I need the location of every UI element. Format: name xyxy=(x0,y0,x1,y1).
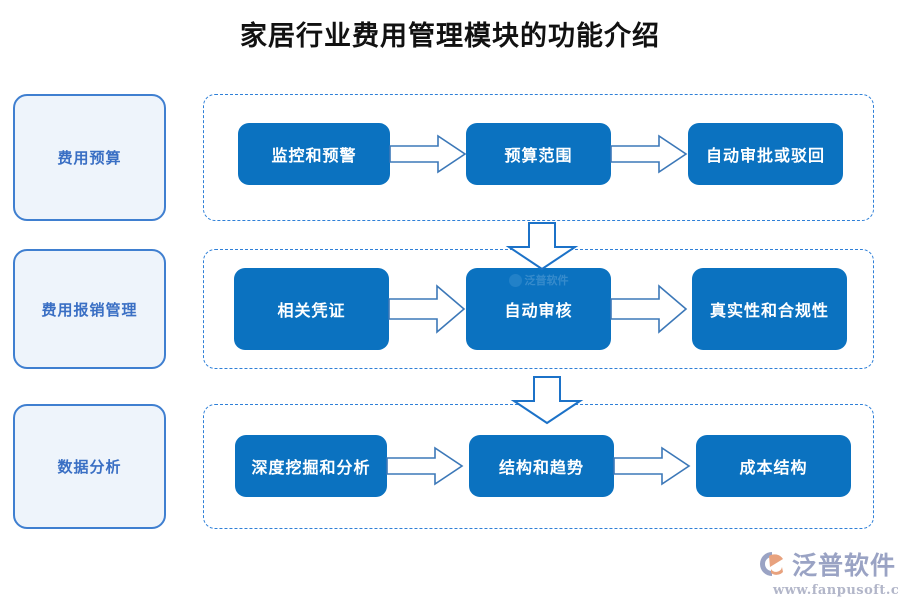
right-arrow-icon xyxy=(610,134,688,174)
process-box[interactable]: 真实性和合规性 xyxy=(692,268,847,350)
process-box-label: 真实性和合规性 xyxy=(709,301,829,320)
category-box-cost-budget[interactable]: 费用预算 xyxy=(13,94,166,221)
fanpu-watermark-text: 泛普软件 xyxy=(524,274,569,287)
process-box-label: 深度挖掘和分析 xyxy=(251,458,371,477)
fanpu-logo-icon xyxy=(760,552,783,576)
brand-logo-url: www.fanpusoft.com xyxy=(773,583,900,598)
brand-logo-name: 泛普软件 xyxy=(792,551,897,580)
process-box-label: 自动审核 xyxy=(504,301,573,320)
category-box-data-analysis[interactable]: 数据分析 xyxy=(13,404,166,529)
process-box-label: 结构和趋势 xyxy=(498,458,584,477)
process-box-label: 自动审批或驳回 xyxy=(705,146,825,165)
process-box-label: 成本结构 xyxy=(739,458,808,477)
process-box[interactable]: 成本结构 xyxy=(696,435,851,497)
category-box-expense-reimbursement[interactable]: 费用报销管理 xyxy=(13,249,166,369)
process-box[interactable]: 预算范围 xyxy=(466,123,611,185)
process-box[interactable]: 监控和预警 xyxy=(238,123,390,185)
process-box[interactable]: 自动审批或驳回 xyxy=(688,123,843,185)
right-arrow-icon xyxy=(610,284,688,334)
category-label: 费用报销管理 xyxy=(41,300,138,319)
page-title: 家居行业费用管理模块的功能介绍 xyxy=(240,21,660,52)
process-box-label: 预算范围 xyxy=(504,146,573,165)
category-label: 数据分析 xyxy=(57,458,122,476)
process-box[interactable]: 深度挖掘和分析 xyxy=(235,435,387,497)
process-box[interactable]: 泛普软件 自动审核 xyxy=(466,268,611,350)
flow-row-container-1 xyxy=(203,94,874,221)
process-box[interactable]: 相关凭证 xyxy=(234,268,389,350)
process-box[interactable]: 结构和趋势 xyxy=(469,435,614,497)
process-box-label: 相关凭证 xyxy=(277,301,346,320)
brand-logo: 泛普软件 www.fanpusoft.com xyxy=(757,546,900,598)
fanpu-logo-icon xyxy=(508,273,522,287)
right-arrow-icon xyxy=(389,134,467,174)
right-arrow-icon xyxy=(386,446,464,486)
right-arrow-icon xyxy=(388,284,466,334)
category-label: 费用预算 xyxy=(57,149,122,167)
down-arrow-icon xyxy=(510,376,584,425)
down-arrow-icon xyxy=(505,222,579,271)
right-arrow-icon xyxy=(613,446,691,486)
fanpu-watermark: 泛普软件 xyxy=(508,272,569,288)
process-box-label: 监控和预警 xyxy=(271,146,357,165)
